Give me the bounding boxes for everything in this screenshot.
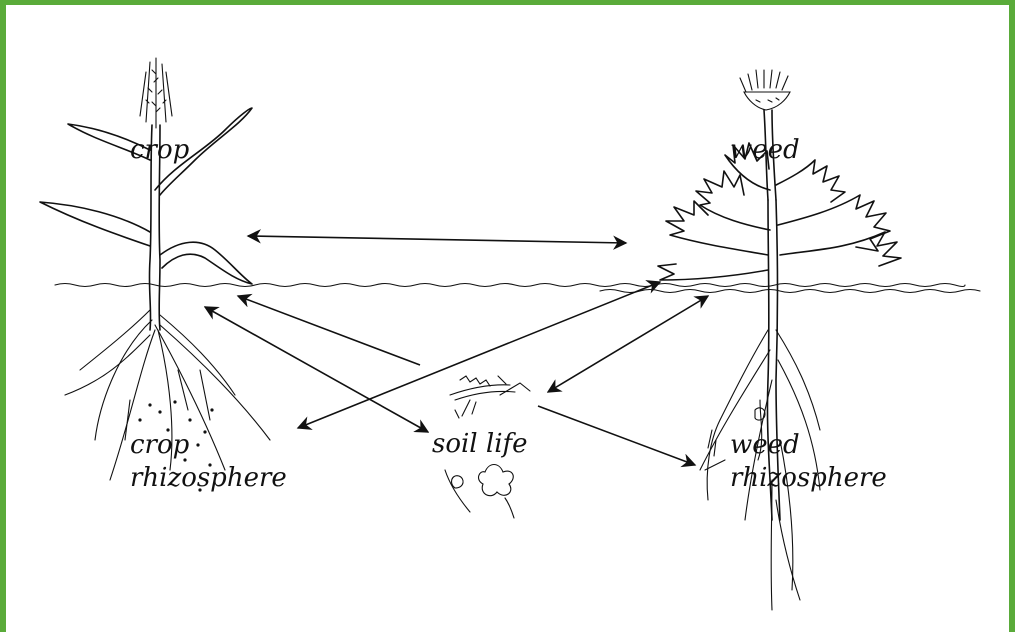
arrow-crop-weed: [248, 236, 626, 243]
label-weed: weed: [730, 135, 800, 165]
soil-surface-line: [55, 284, 980, 293]
label-crop-rhizosphere-line2: rhizosphere: [130, 463, 287, 493]
label-weed-rhizosphere-line1: weed: [730, 430, 800, 460]
arrow-soil-life-weed-rhizosphere: [538, 406, 695, 465]
label-crop-rhizosphere-line1: crop: [130, 430, 190, 460]
label-soil-life: soil life: [432, 429, 528, 459]
label-crop: crop: [130, 135, 190, 165]
label-weed-rhizosphere-line2: rhizosphere: [730, 463, 887, 493]
arrow-soil-life-weed: [548, 296, 708, 392]
crop-plant-drawing: [40, 58, 270, 492]
arrow-crop-soil-life: [238, 296, 420, 365]
arrow-crop-rhizosphere-weed: [298, 282, 660, 428]
